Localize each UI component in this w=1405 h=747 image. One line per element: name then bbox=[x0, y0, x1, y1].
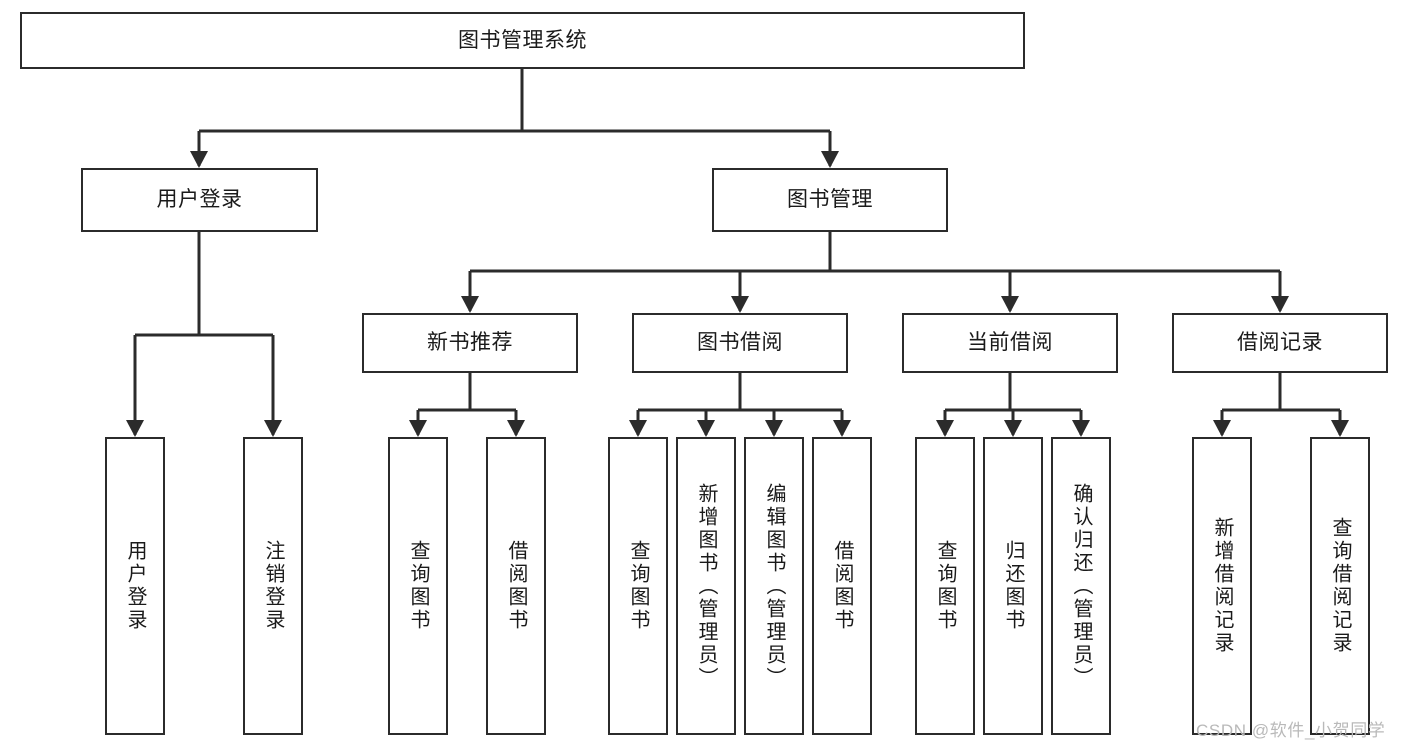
node-label: 编辑图书（管理员） bbox=[763, 482, 785, 690]
book-borrow-to-leaves-arrow-3 bbox=[833, 420, 851, 437]
node-book-manage[interactable]: 图书管理 bbox=[712, 168, 948, 232]
node-leaf-query-book-3[interactable]: 查询图书 bbox=[915, 437, 975, 735]
node-label: 借阅记录 bbox=[1237, 331, 1323, 355]
node-label: 归还图书 bbox=[1002, 540, 1024, 632]
node-label: 新书推荐 bbox=[427, 331, 513, 355]
book-borrow-to-leaves-arrow-0 bbox=[629, 420, 647, 437]
book-manage-to-level3-arrow-0 bbox=[461, 296, 479, 313]
current-borrow-to-leaves-arrow-1 bbox=[1004, 420, 1022, 437]
node-label: 查询图书 bbox=[934, 540, 956, 632]
node-leaf-edit-book-admin[interactable]: 编辑图书（管理员） bbox=[744, 437, 804, 735]
node-label: 查询图书 bbox=[407, 540, 429, 632]
node-leaf-borrow-book-1[interactable]: 借阅图书 bbox=[486, 437, 546, 735]
node-label: 借阅图书 bbox=[831, 540, 853, 632]
node-book-borrow[interactable]: 图书借阅 bbox=[632, 313, 848, 373]
user-login-to-leaves-arrow-1 bbox=[264, 420, 282, 437]
node-borrow-record[interactable]: 借阅记录 bbox=[1172, 313, 1388, 373]
node-label: 新增图书（管理员） bbox=[695, 482, 717, 690]
node-new-book-recommend[interactable]: 新书推荐 bbox=[362, 313, 578, 373]
borrow-record-to-leaves-arrow-0 bbox=[1213, 420, 1231, 437]
node-root[interactable]: 图书管理系统 bbox=[20, 12, 1025, 69]
node-label: 注销登录 bbox=[262, 540, 284, 632]
node-leaf-user-login[interactable]: 用户登录 bbox=[105, 437, 165, 735]
user-login-to-leaves-arrow-0 bbox=[126, 420, 144, 437]
node-leaf-add-borrow-record[interactable]: 新增借阅记录 bbox=[1192, 437, 1252, 735]
node-label: 当前借阅 bbox=[967, 331, 1053, 355]
node-label: 借阅图书 bbox=[505, 540, 527, 632]
current-borrow-to-leaves-arrow-2 bbox=[1072, 420, 1090, 437]
node-label: 确认归还（管理员） bbox=[1070, 482, 1092, 690]
book-borrow-to-leaves-arrow-1 bbox=[697, 420, 715, 437]
book-manage-to-level3-arrow-2 bbox=[1001, 296, 1019, 313]
root-to-level2-arrow-0 bbox=[190, 151, 208, 168]
node-leaf-add-book-admin[interactable]: 新增图书（管理员） bbox=[676, 437, 736, 735]
root-to-level2-arrow-1 bbox=[821, 151, 839, 168]
current-borrow-to-leaves-arrow-0 bbox=[936, 420, 954, 437]
node-current-borrow[interactable]: 当前借阅 bbox=[902, 313, 1118, 373]
node-label: 查询图书 bbox=[627, 540, 649, 632]
node-leaf-query-book-2[interactable]: 查询图书 bbox=[608, 437, 668, 735]
new-book-to-leaves-arrow-0 bbox=[409, 420, 427, 437]
node-leaf-query-book-1[interactable]: 查询图书 bbox=[388, 437, 448, 735]
book-manage-to-level3-arrow-3 bbox=[1271, 296, 1289, 313]
new-book-to-leaves-arrow-1 bbox=[507, 420, 525, 437]
node-label: 查询借阅记录 bbox=[1329, 517, 1351, 655]
node-leaf-confirm-return-admin[interactable]: 确认归还（管理员） bbox=[1051, 437, 1111, 735]
node-user-login[interactable]: 用户登录 bbox=[81, 168, 318, 232]
node-leaf-query-borrow-record[interactable]: 查询借阅记录 bbox=[1310, 437, 1370, 735]
node-leaf-user-logout[interactable]: 注销登录 bbox=[243, 437, 303, 735]
node-label: 新增借阅记录 bbox=[1211, 517, 1233, 655]
node-label: 用户登录 bbox=[124, 540, 146, 632]
node-leaf-return-book[interactable]: 归还图书 bbox=[983, 437, 1043, 735]
book-manage-to-level3-arrow-1 bbox=[731, 296, 749, 313]
node-label: 图书借阅 bbox=[697, 331, 783, 355]
book-borrow-to-leaves-arrow-2 bbox=[765, 420, 783, 437]
node-label: 图书管理系统 bbox=[458, 28, 587, 52]
node-label: 图书管理 bbox=[787, 188, 873, 212]
borrow-record-to-leaves-arrow-1 bbox=[1331, 420, 1349, 437]
node-leaf-borrow-book-2[interactable]: 借阅图书 bbox=[812, 437, 872, 735]
node-label: 用户登录 bbox=[156, 188, 243, 212]
